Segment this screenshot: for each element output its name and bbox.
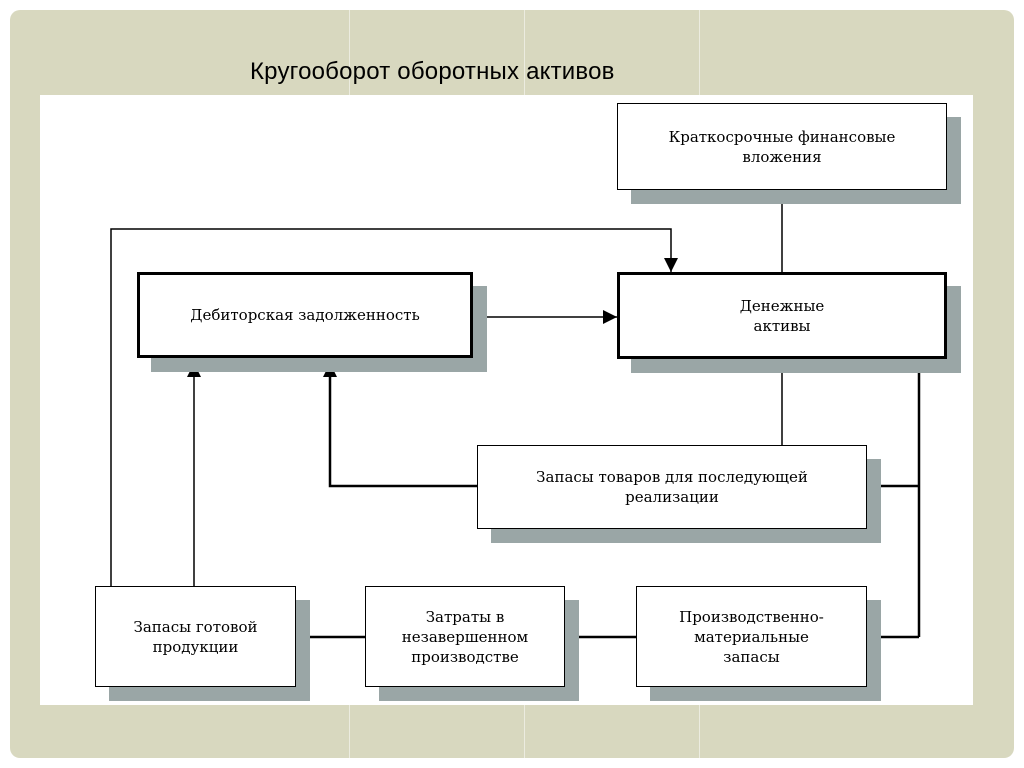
node-finished-goods: Запасы готовой продукции [95, 586, 296, 687]
node-label: Затраты в незавершенном производстве [401, 607, 529, 666]
slide-title: Кругооборот оборотных активов [250, 58, 615, 85]
node-label: Краткосрочные финансовые вложения [668, 127, 896, 166]
node-cash: Денежные активы [617, 272, 947, 359]
node-label: Запасы товаров для последующей реализаци… [536, 468, 808, 506]
node-work-in-progress: Затраты в незавершенном производстве [365, 586, 565, 687]
connector-layer [110, 190, 921, 644]
node-label: Дебиторская задолженность [190, 306, 420, 324]
node-goods-for-resale: Запасы товаров для последующей реализаци… [477, 445, 867, 529]
node-label: Запасы готовой продукции [133, 617, 258, 656]
arrow-goods-to-receivables [323, 363, 477, 488]
node-label: Денежные активы [739, 296, 825, 335]
node-label: Производственно- материальные запасы [679, 607, 824, 666]
diagram-canvas: Краткосрочные финансовые вложения Дебито… [40, 95, 973, 705]
node-raw-materials: Производственно- материальные запасы [636, 586, 867, 687]
arrow-finished-goods-to-cash [110, 228, 678, 586]
node-short-term-investments: Краткосрочные финансовые вложения [617, 103, 947, 190]
node-receivables: Дебиторская задолженность [137, 272, 473, 358]
slide: Кругооборот оборотных активов [10, 10, 1014, 758]
